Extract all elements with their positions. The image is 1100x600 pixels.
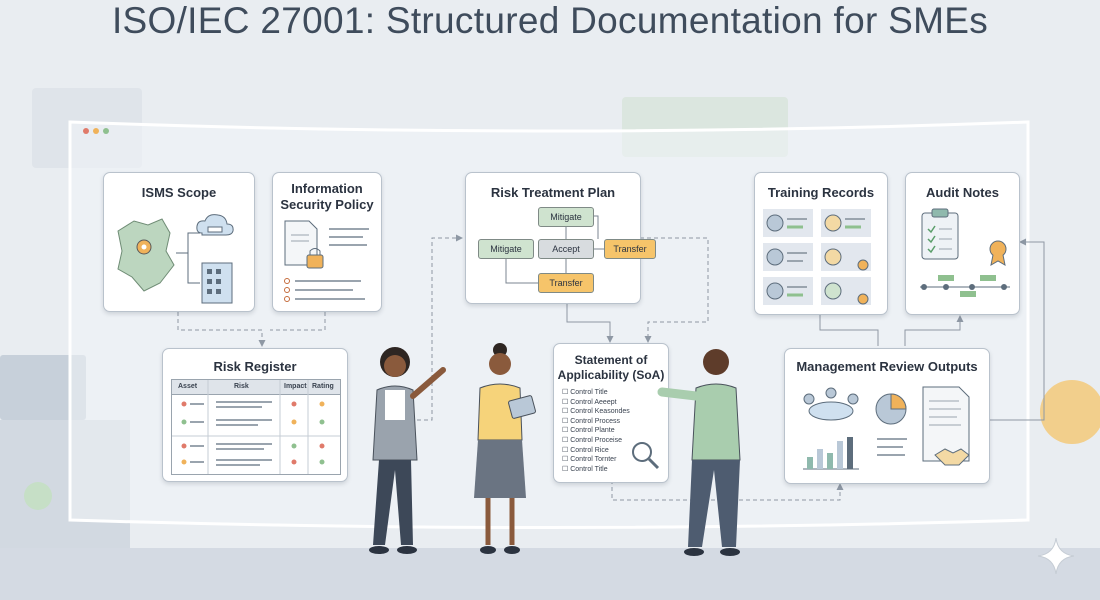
node-mitigate-left: Mitigate (478, 239, 534, 259)
risk-register-title: Risk Register (213, 359, 297, 374)
review-list-lines (877, 438, 907, 456)
infosec-policy-card[interactable]: Information Security Policy (272, 172, 382, 312)
handshake-icon (934, 448, 970, 466)
training-records-card[interactable]: Training Records (754, 172, 888, 315)
register-header-asset: Asset (178, 383, 198, 390)
register-header-risk: Risk (234, 383, 249, 390)
risk-treatment-card[interactable]: Risk Treatment Plan Mitigate Mitigate Ac… (465, 172, 656, 304)
soa-card[interactable]: Statement of Applicability (SoA) ☐ Contr… (553, 343, 669, 483)
soa-item: ☐ Control Rice (562, 446, 609, 454)
node-transfer-bottom: Transfer (538, 273, 594, 293)
bar-chart-icon (803, 437, 859, 470)
policy-list-lines (329, 228, 369, 246)
scope-connector (176, 232, 200, 284)
cloud-server-icon (196, 214, 234, 236)
sparkle-icon (1037, 537, 1075, 575)
audit-badge-icon (989, 240, 1007, 266)
audit-notes-title: Audit Notes (926, 185, 999, 200)
training-avatars (763, 209, 871, 305)
node-accept: Accept (538, 239, 594, 259)
building-icon (201, 262, 233, 304)
soa-list: ☐ Control Title ☐ Control Aeeept ☐ Contr… (562, 388, 662, 474)
register-header-rating: Rating (312, 383, 334, 390)
management-review-title: Management Review Outputs (796, 359, 978, 374)
magnifier-icon (632, 442, 660, 470)
soa-item: ☐ Control Title (562, 465, 608, 473)
register-header-row (172, 380, 340, 395)
audit-notes-card[interactable]: Audit Notes (905, 172, 1020, 315)
infosec-policy-title-line2: Security Policy (280, 197, 374, 212)
risk-register-card[interactable]: Risk Register Asset Risk Impact Rating (162, 348, 348, 482)
soa-title-line2: Applicability (SoA) (557, 368, 665, 382)
page-title: ISO/IEC 27001: Structured Documentation … (111, 0, 989, 41)
person-middle-icon (474, 343, 536, 554)
meeting-icon (803, 387, 859, 421)
soa-title-line1: Statement of (574, 353, 648, 367)
soa-item: ☐ Control Keasondes (562, 408, 630, 416)
person-right-icon (657, 349, 741, 556)
management-review-card[interactable]: Management Review Outputs (784, 348, 990, 484)
report-document-icon (922, 386, 970, 462)
pie-chart-icon (875, 393, 907, 425)
soa-item: ☐ Control Plante (562, 427, 615, 435)
soa-item: ☐ Control Aeeept (562, 398, 617, 406)
policy-bullets (284, 278, 365, 302)
soa-item: ☐ Control Proceise (562, 436, 622, 444)
map-icon (117, 218, 175, 292)
person-left-icon (369, 347, 446, 554)
soa-item: ☐ Control Process (562, 417, 621, 425)
register-header-impact: Impact (284, 383, 307, 390)
training-records-title: Training Records (767, 185, 875, 200)
node-mitigate-top: Mitigate (538, 207, 594, 227)
floor (0, 548, 1100, 600)
register-table: Asset Risk Impact Rating (171, 379, 341, 475)
node-transfer-right: Transfer (604, 239, 656, 259)
risk-treatment-title: Risk Treatment Plan (490, 185, 616, 200)
audit-timeline (920, 275, 1010, 297)
document-lock-icon (284, 220, 324, 269)
background-circle-orange (1040, 380, 1100, 444)
background-circle-green (24, 482, 52, 510)
register-rows (172, 380, 340, 474)
clipboard-icon (921, 208, 959, 260)
soa-item: ☐ Control Title (562, 389, 608, 396)
isms-scope-card[interactable]: ISMS Scope (103, 172, 255, 312)
soa-item: ☐ Control Tornter (562, 456, 617, 464)
infosec-policy-title-line1: Information (291, 181, 363, 196)
isms-scope-title: ISMS Scope (141, 185, 217, 200)
